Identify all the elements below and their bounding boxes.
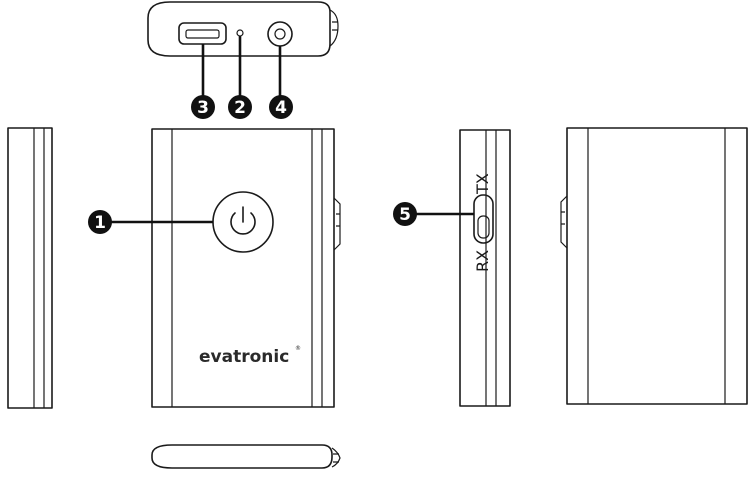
registered-mark: ® bbox=[295, 345, 301, 352]
bottom-view bbox=[151, 444, 341, 469]
callout-1-label: 1 bbox=[94, 213, 106, 233]
callout-2-label: 2 bbox=[234, 98, 246, 118]
slide-switch-icon bbox=[473, 194, 494, 244]
audio-jack-icon bbox=[267, 21, 293, 47]
callout-4: 4 bbox=[269, 95, 293, 119]
right-side-view: TX RX bbox=[459, 129, 511, 407]
callout-1: 1 bbox=[88, 210, 112, 234]
left-side-view bbox=[7, 127, 53, 409]
led-indicator-icon bbox=[236, 29, 244, 37]
top-view bbox=[147, 1, 339, 57]
callout-5-label: 5 bbox=[399, 205, 411, 225]
callout-2: 2 bbox=[228, 95, 252, 119]
switch-label-tx: TX bbox=[473, 173, 492, 195]
switch-label-rx: RX bbox=[473, 250, 492, 272]
brand-logo-text: evatronic bbox=[199, 347, 289, 367]
leader-lines bbox=[110, 36, 474, 224]
callout-4-label: 4 bbox=[275, 98, 287, 118]
back-view bbox=[560, 127, 748, 405]
callout-3-label: 3 bbox=[197, 98, 209, 118]
power-button bbox=[212, 191, 274, 253]
front-view: evatronic ® bbox=[151, 128, 341, 408]
callout-5: 5 bbox=[393, 202, 417, 226]
callout-3: 3 bbox=[191, 95, 215, 119]
power-icon bbox=[230, 206, 256, 235]
micro-usb-port-icon bbox=[178, 22, 227, 45]
